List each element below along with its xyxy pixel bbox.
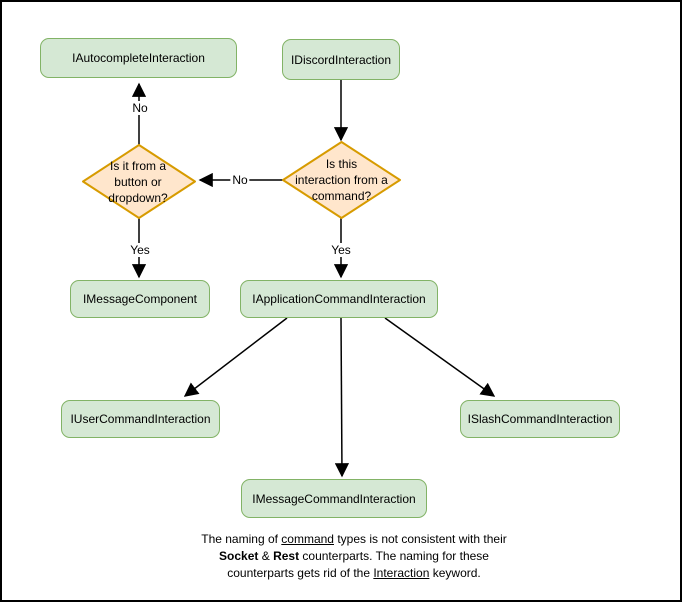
- note-text: The naming of command types is not consi…: [114, 531, 594, 582]
- edge-label-yes-left: Yes: [128, 243, 152, 257]
- decision-line: button or: [114, 174, 162, 189]
- node-user-command-interaction: IUserCommandInteraction: [61, 400, 220, 438]
- node-label: IAutocompleteInteraction: [72, 51, 205, 65]
- edge-label-no-mid: No: [230, 173, 250, 187]
- decision-line: command?: [311, 189, 372, 203]
- edge-label-no-top: No: [130, 101, 150, 115]
- bold-word: Socket: [219, 549, 259, 563]
- note-line-1: The naming of command types is not consi…: [201, 532, 507, 546]
- decision-line: Is it from a: [109, 158, 166, 173]
- node-autocomplete-interaction: IAutocompleteInteraction: [40, 38, 237, 78]
- decision-button-dropdown: Is it from a button or dropdown?: [83, 145, 193, 218]
- edge-application-command-to-message-command: [334, 317, 350, 478]
- node-label: ISlashCommandInteraction: [467, 412, 613, 426]
- decision-line: dropdown?: [108, 190, 168, 205]
- decision-from-command-shape: [282, 141, 401, 219]
- underlined-word: command: [281, 532, 334, 546]
- node-label: IUserCommandInteraction: [70, 412, 211, 426]
- edge-application-command-to-user-command: [183, 317, 288, 397]
- node-label: IMessageComponent: [82, 292, 198, 306]
- node-label: IMessageCommandInteraction: [252, 491, 416, 506]
- node-label: IDiscordInteraction: [290, 52, 392, 67]
- decision-line: Is this: [325, 157, 358, 171]
- note-line-2: Socket & Rest counterparts. The naming f…: [219, 549, 489, 563]
- decision-line: interaction from a: [295, 173, 388, 187]
- node-message-component: IMessageComponent: [70, 280, 210, 318]
- node-label: IApplicationCommandInteraction: [252, 292, 426, 306]
- underlined-word: Interaction: [373, 566, 430, 580]
- node-discord-interaction: IDiscordInteraction: [282, 39, 400, 80]
- note-line-3: counterparts gets rid of the Interaction…: [227, 566, 481, 580]
- node-message-command-interaction: IMessageCommandInteraction: [241, 479, 427, 518]
- decision-from-command: Is this interaction from a command?: [283, 142, 400, 218]
- edge-application-command-to-slash-command: [384, 317, 496, 397]
- edge-label-yes-right: Yes: [329, 243, 353, 257]
- decision-button-dropdown-shape: [82, 144, 196, 219]
- node-slash-command-interaction: ISlashCommandInteraction: [460, 400, 620, 438]
- bold-word: Rest: [273, 549, 300, 563]
- node-application-command-interaction: IApplicationCommandInteraction: [240, 280, 438, 318]
